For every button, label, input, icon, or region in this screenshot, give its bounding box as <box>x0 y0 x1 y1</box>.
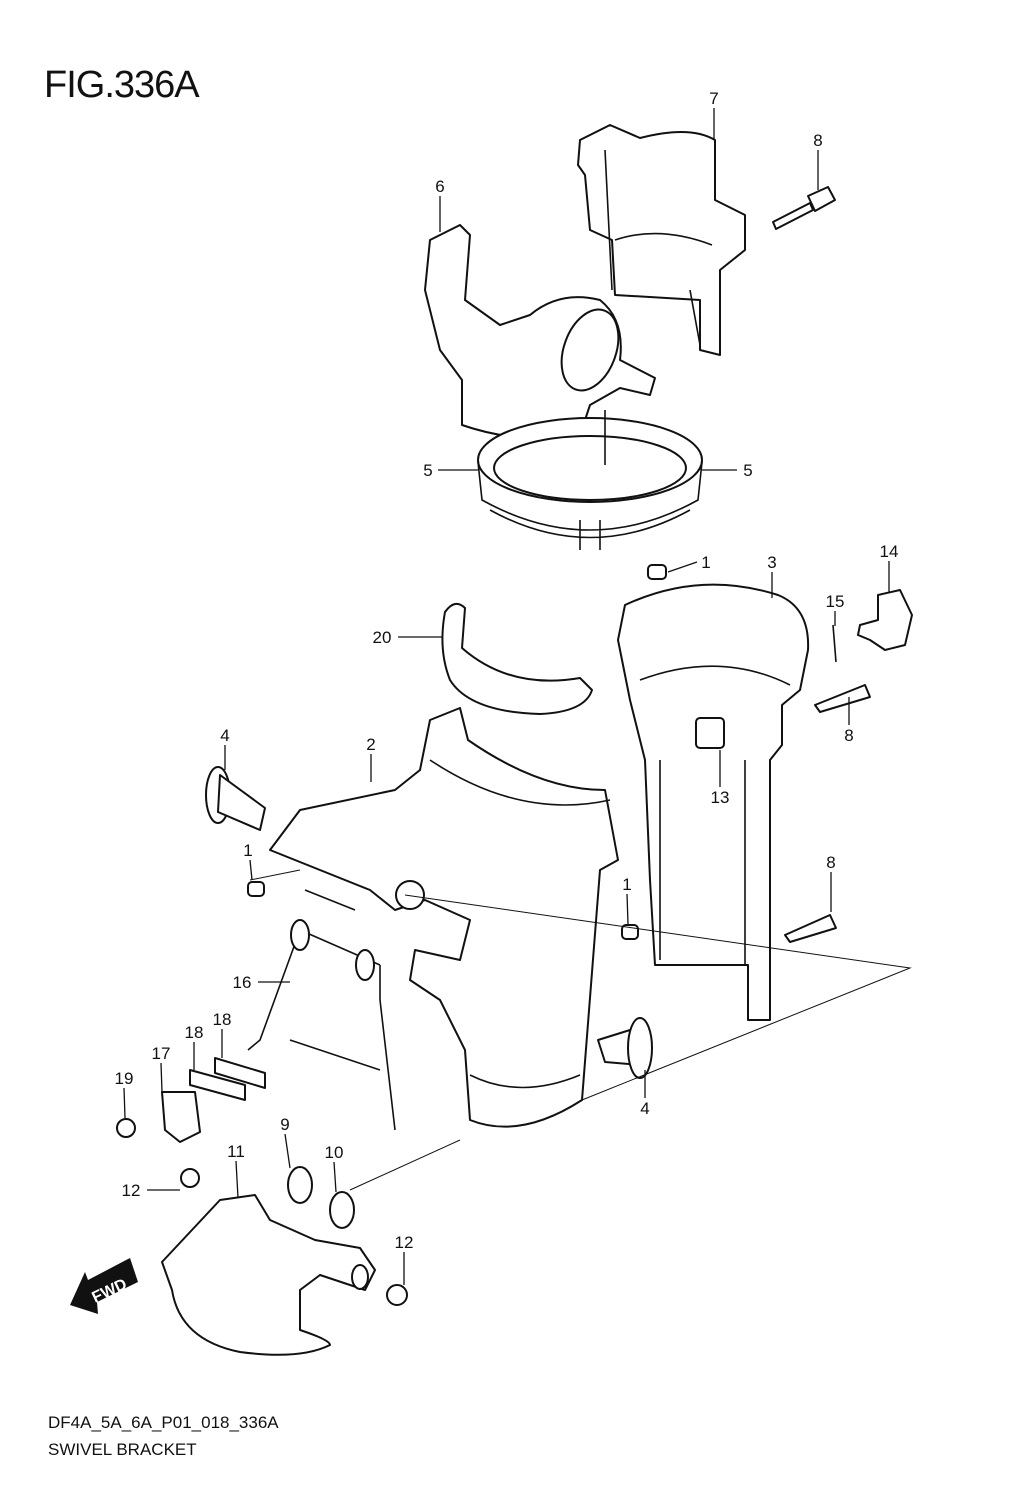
callout-18: 18 <box>213 1010 232 1029</box>
part-8-bolt <box>814 684 871 713</box>
part-8-bolt <box>772 186 836 230</box>
callout-4: 4 <box>220 726 229 745</box>
callout-10: 10 <box>325 1143 344 1162</box>
part-5-bushings <box>477 410 703 550</box>
part-9-spring <box>287 1166 313 1204</box>
figure-title: FIG.336A <box>44 64 200 106</box>
part-18-bushing <box>189 1069 246 1101</box>
callout-20: 20 <box>373 628 392 647</box>
callout-5: 5 <box>743 461 752 480</box>
callout-17: 17 <box>152 1044 171 1063</box>
callout-13: 13 <box>711 788 730 807</box>
part-13-pad <box>695 717 725 749</box>
fwd-direction-arrow-icon: FWD <box>70 1258 138 1314</box>
callout-16: 16 <box>233 973 252 992</box>
callout-1: 1 <box>701 553 710 572</box>
callout-3: 3 <box>767 553 776 572</box>
part-4-pin <box>597 1017 653 1079</box>
part-14-knob <box>832 589 913 663</box>
part-12-bolt <box>180 1168 200 1188</box>
part-6-clamp <box>424 224 656 440</box>
part-20-ring <box>441 602 593 715</box>
callout-1: 1 <box>243 841 252 860</box>
callout-5: 5 <box>423 461 432 480</box>
part-15-pin <box>832 624 837 663</box>
callout-2: 2 <box>366 735 375 754</box>
callout-8: 8 <box>826 853 835 872</box>
callout-11: 11 <box>227 1142 245 1161</box>
callout-14: 14 <box>880 542 899 561</box>
part-1-grease-nipple <box>247 881 265 897</box>
callout-leaders <box>123 108 890 1285</box>
part-7-cover <box>577 124 746 356</box>
diagram-code: DF4A_5A_6A_P01_018_336A <box>48 1413 279 1432</box>
part-17-plate <box>161 1091 201 1143</box>
part-10-spring <box>329 1191 355 1229</box>
callout-7: 7 <box>709 89 718 108</box>
callout-4: 4 <box>640 1099 649 1118</box>
callout-labels: 7 8 6 5 5 1 3 14 15 20 8 4 2 13 1 8 1 16… <box>115 89 899 1252</box>
callout-15: 15 <box>826 592 845 611</box>
part-19-bolt <box>116 1118 136 1138</box>
part-11-lever <box>161 1194 376 1356</box>
callout-8: 8 <box>844 726 853 745</box>
part-3-housing <box>617 583 810 1021</box>
part-4-pin <box>205 766 266 831</box>
part-8-bolt <box>784 914 837 943</box>
part-12-bolt <box>386 1284 408 1306</box>
part-1-grease-nipple <box>647 564 667 580</box>
callout-1: 1 <box>622 875 631 894</box>
diagram-caption: SWIVEL BRACKET <box>48 1440 197 1459</box>
part-16-tilt-rod <box>247 889 396 1131</box>
callout-6: 6 <box>435 177 444 196</box>
callout-8: 8 <box>813 131 822 150</box>
callout-12: 12 <box>122 1181 141 1200</box>
part-2-swivel-bracket <box>269 707 619 1128</box>
callout-19: 19 <box>115 1069 134 1088</box>
part-18-bushing <box>214 1057 266 1089</box>
callout-12: 12 <box>395 1233 414 1252</box>
callout-18: 18 <box>185 1023 204 1042</box>
callout-9: 9 <box>280 1115 289 1134</box>
